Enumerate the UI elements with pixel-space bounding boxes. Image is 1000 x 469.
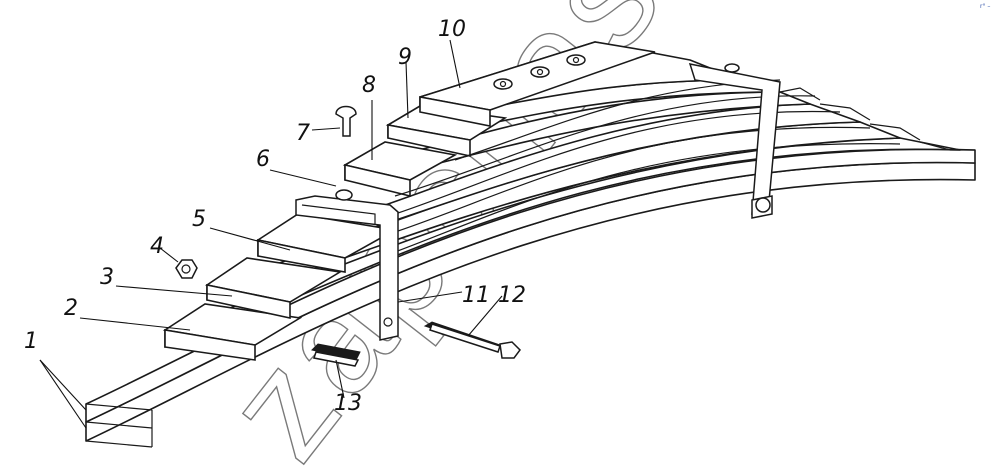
callout-8: 8 bbox=[362, 73, 376, 98]
corner-mark: r° – bbox=[980, 3, 990, 10]
callout-7: 7 bbox=[296, 121, 310, 146]
part-7-rivet bbox=[335, 105, 357, 137]
top-leaf-bolts bbox=[493, 54, 586, 90]
spring-clamp-right bbox=[688, 63, 781, 219]
callout-12: 12 bbox=[498, 283, 526, 308]
callout-11: 11 bbox=[462, 283, 490, 308]
callout-5: 5 bbox=[192, 207, 206, 232]
leader-lines bbox=[39, 39, 503, 429]
spring-leaf-pack bbox=[85, 41, 976, 448]
callout-13: 13 bbox=[334, 391, 362, 416]
spring-clamp-left bbox=[295, 189, 399, 341]
callout-10: 10 bbox=[438, 17, 466, 42]
callout-4: 4 bbox=[150, 234, 164, 259]
part-4-nut bbox=[175, 259, 198, 279]
callout-labels: 1 2 3 4 5 6 7 8 9 10 11 12 13 bbox=[24, 17, 526, 416]
part-13-bushing bbox=[311, 343, 361, 367]
part-12-clamp-bolt bbox=[423, 321, 521, 359]
callout-9: 9 bbox=[398, 45, 412, 70]
callout-3: 3 bbox=[100, 265, 114, 290]
callout-1: 1 bbox=[24, 329, 38, 354]
callout-6: 6 bbox=[256, 147, 270, 172]
callout-2: 2 bbox=[64, 296, 78, 321]
